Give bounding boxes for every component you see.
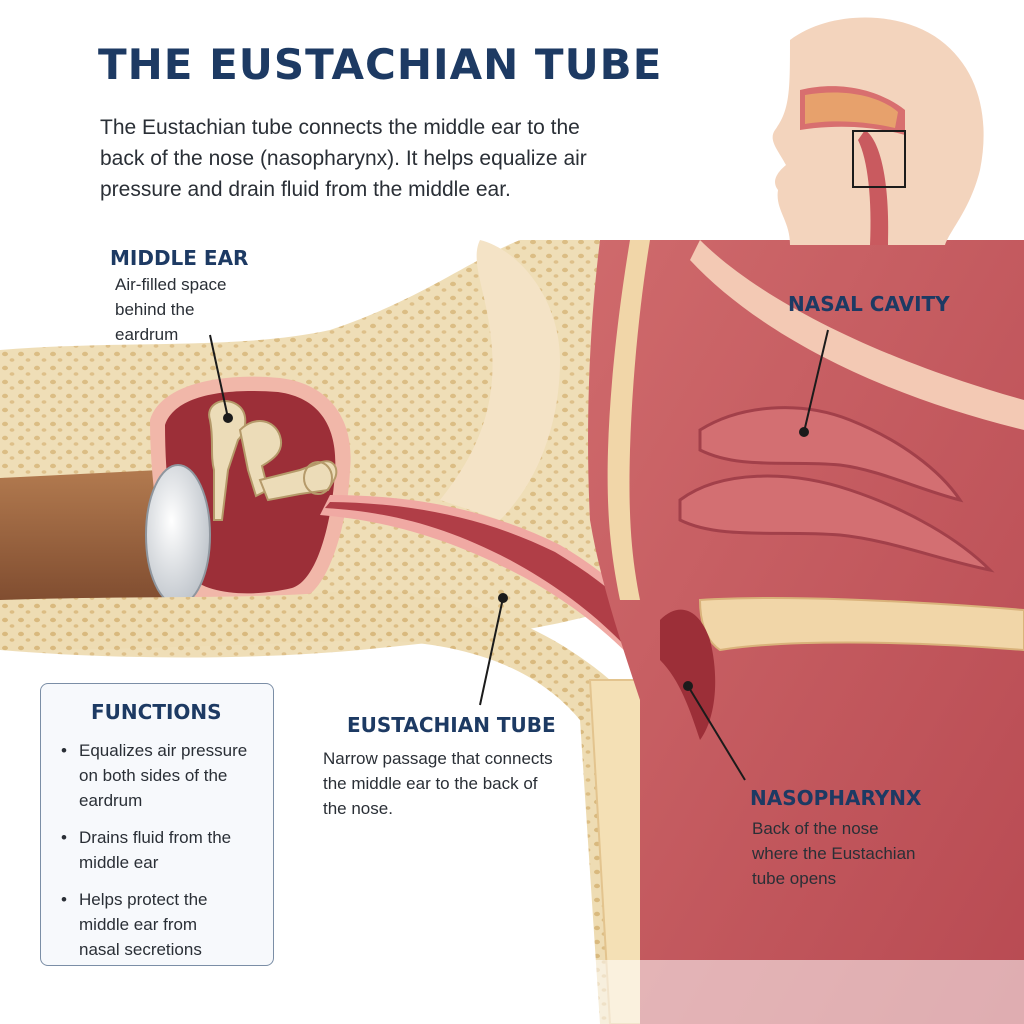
function-line: middle ear from	[79, 915, 198, 934]
bullet-icon: •	[61, 741, 67, 760]
bullet-icon: •	[61, 828, 67, 847]
eustachian-desc-line: Narrow passage that connects	[323, 749, 553, 768]
functions-title: FUNCTIONS	[91, 700, 222, 724]
eardrum	[145, 464, 211, 606]
middle-ear-label-title: MIDDLE EAR	[110, 246, 249, 270]
function-item: • Equalizes air pressure on both sides o…	[55, 738, 263, 813]
nasal-roof	[690, 240, 1024, 430]
nasal-cavity-label-title: NASAL CAVITY	[788, 292, 950, 316]
nasopharynx-desc-line: tube opens	[752, 869, 837, 888]
nasopharynx-label-desc: Back of the nose where the Eustachian tu…	[752, 816, 916, 891]
eustachian-tube-label-desc: Narrow passage that connects the middle …	[323, 746, 553, 821]
intro-line: The Eustachian tube connects the middle …	[100, 116, 580, 139]
middle-ear-desc-line: Air-filled space	[115, 275, 227, 294]
ossicles	[208, 400, 338, 521]
ear-canal	[0, 470, 170, 610]
middle-ear-label-desc: Air-filled space behind the eardrum	[115, 272, 227, 347]
outer-skin	[440, 240, 560, 520]
inset-head-diagram	[772, 17, 984, 245]
function-line: Helps protect the	[79, 890, 208, 909]
leader-lines	[209, 329, 829, 781]
nasopharynx-desc-line: Back of the nose	[752, 819, 879, 838]
function-line: Drains fluid from the	[79, 828, 232, 847]
eustachian-desc-line: the nose.	[323, 799, 393, 818]
functions-list: • Equalizes air pressure on both sides o…	[55, 738, 263, 962]
function-line: Equalizes air pressure	[79, 741, 248, 760]
function-line: middle ear	[79, 853, 159, 872]
inset-highlight-box	[852, 130, 906, 188]
nasal-septum-bone	[607, 240, 650, 600]
functions-box: FUNCTIONS • Equalizes air pressure on bo…	[40, 683, 274, 966]
nasal-turbinates	[678, 406, 995, 573]
function-item: • Helps protect the middle ear from nasa…	[55, 887, 263, 962]
middle-ear-desc-line: eardrum	[115, 325, 179, 344]
soft-palate	[698, 597, 1024, 652]
nasopharynx-desc-line: where the Eustachian	[752, 844, 916, 863]
function-line: on both sides of the	[79, 766, 228, 785]
bullet-icon: •	[61, 890, 67, 909]
function-item: • Drains fluid from the middle ear	[55, 825, 263, 875]
middle-ear-desc-line: behind the	[115, 300, 195, 319]
function-line: eardrum	[79, 791, 143, 810]
intro-paragraph: The Eustachian tube connects the middle …	[100, 112, 660, 205]
intro-line: pressure and drain fluid from the middle…	[100, 178, 511, 201]
page-title: THE EUSTACHIAN TUBE	[98, 40, 663, 89]
intro-line: back of the nose (nasopharynx). It helps…	[100, 147, 587, 170]
petrous-bone-lower	[0, 590, 640, 1024]
function-line: nasal secretions	[79, 940, 202, 959]
eustachian-desc-line: the middle ear to the back of	[323, 774, 538, 793]
eustachian-tube-label-title: EUSTACHIAN TUBE	[347, 713, 556, 737]
nasopharynx-label-title: NASOPHARYNX	[750, 786, 922, 810]
